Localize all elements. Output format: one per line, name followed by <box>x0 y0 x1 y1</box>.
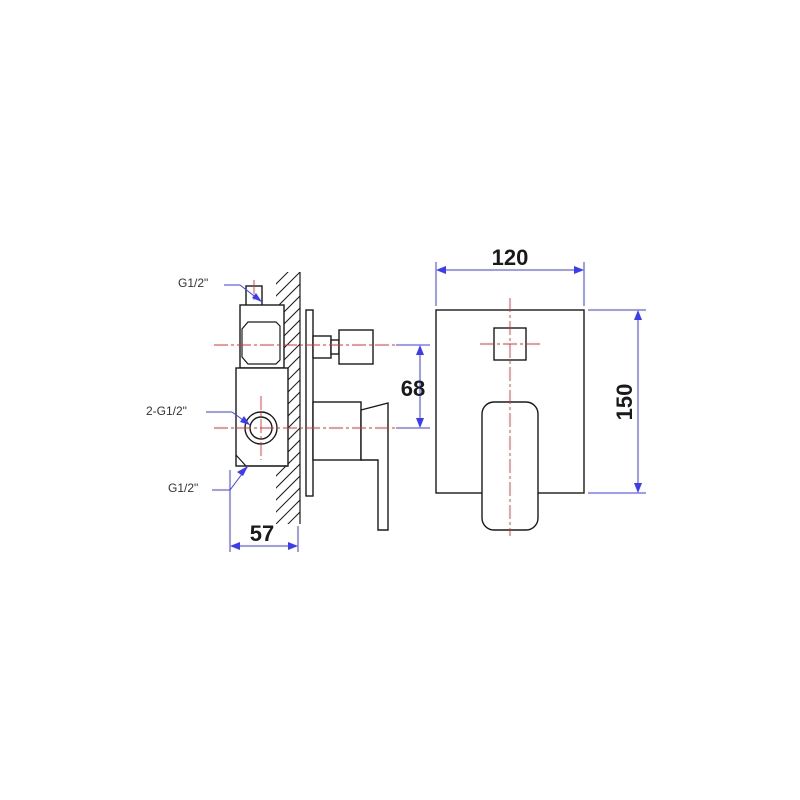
lower-fitting-edge <box>235 454 288 467</box>
diverter-knob <box>338 329 374 365</box>
upper-fitting <box>241 321 281 365</box>
label-outlet: 2-G1/2" <box>146 404 187 418</box>
dimension-120: 120 <box>492 245 529 270</box>
dimension-68: 68 <box>401 376 425 401</box>
label-bottom-inlet: G1/2" <box>168 481 198 495</box>
handle-lever <box>360 402 389 531</box>
cartridge-connector-2 <box>330 339 340 355</box>
side-view: 68 57 G1/2" 2-G1/2" G1/2" <box>146 272 430 552</box>
dimension-57: 57 <box>250 521 274 546</box>
valve-body-upper <box>239 304 285 369</box>
handle-base <box>312 401 362 461</box>
cartridge-connector-1 <box>312 335 332 359</box>
dimension-150: 150 <box>612 384 637 421</box>
front-view: 120 150 <box>435 245 646 536</box>
cover-plate <box>305 309 314 497</box>
label-top-inlet: G1/2" <box>178 276 208 290</box>
